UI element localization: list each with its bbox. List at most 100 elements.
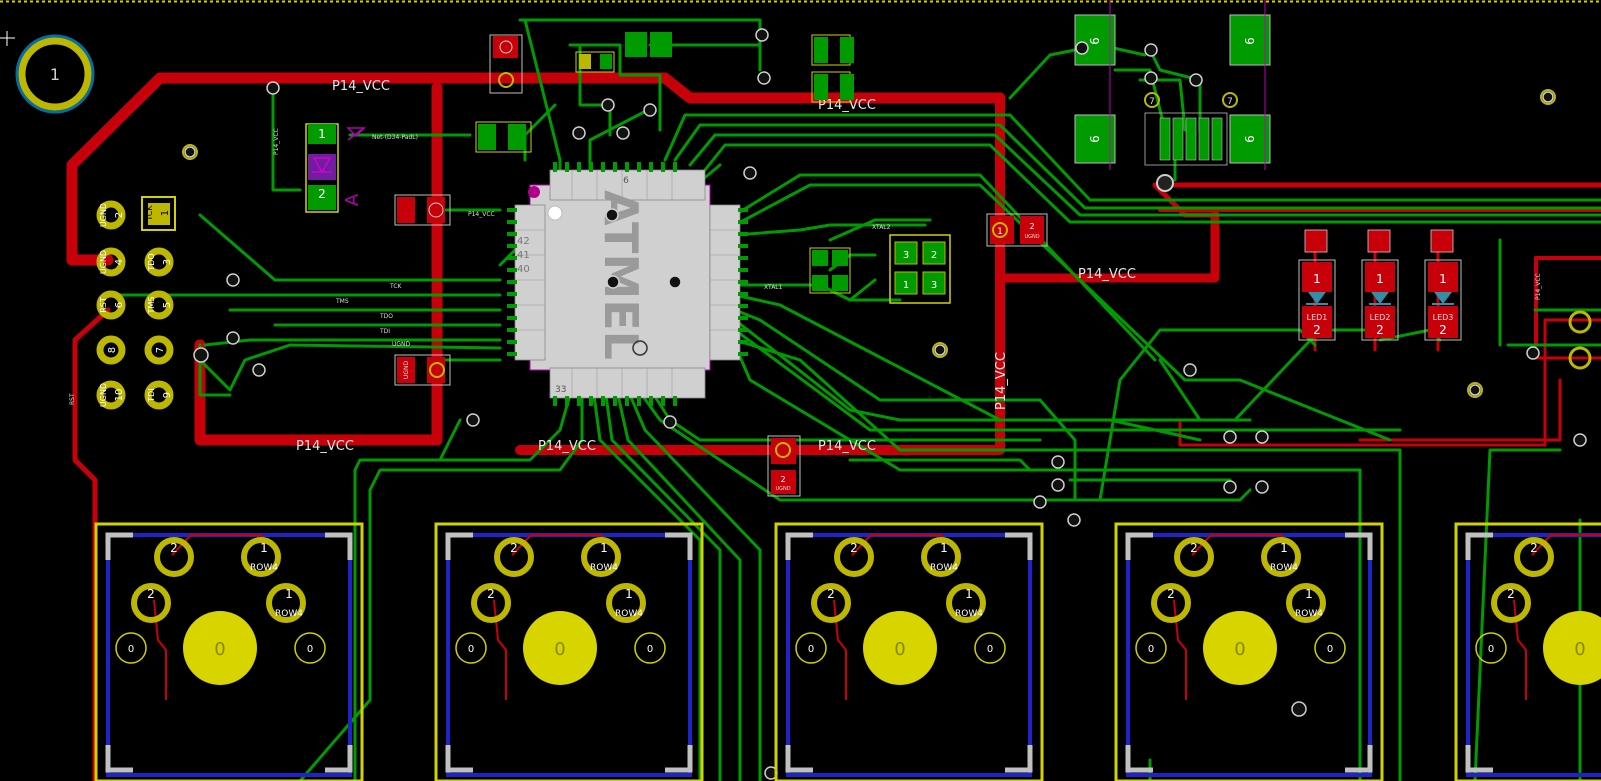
switch-pad-label: 2 xyxy=(1190,541,1198,555)
switch-center-hole xyxy=(523,611,597,685)
switch-pad-label: 2 xyxy=(1507,587,1515,601)
switch-center-label: 0 xyxy=(214,639,225,660)
switch-center-hole xyxy=(1543,611,1601,685)
atmel-logo: ATMEL xyxy=(594,190,648,360)
switch-outline xyxy=(94,522,364,781)
jtag-pin-name: TDO xyxy=(147,253,156,271)
net-label-ugnd: UGND xyxy=(392,341,411,348)
led-pad-label: 2 xyxy=(1439,323,1447,337)
led-3[interactable]: 1 LED3 2 xyxy=(1424,229,1462,341)
led-label: LED1 xyxy=(1307,313,1328,322)
usb-pad-label: 6 xyxy=(1243,37,1257,45)
led-2[interactable]: 1 LED2 2 xyxy=(1361,229,1399,341)
switch-row-label: ROW4 xyxy=(930,563,958,573)
crystal-pad-label: 3 xyxy=(931,280,937,291)
resistor-net-label: UGND xyxy=(775,486,790,492)
net-label-p14-vcc: P14_VCC xyxy=(296,439,354,454)
switch-row-label: ROW4 xyxy=(1295,609,1323,619)
resistor-net-label: UGND xyxy=(403,361,410,380)
switch-pad-label: 2 xyxy=(147,587,155,601)
crystal-pad-label: 2 xyxy=(931,250,937,261)
led-pad-label: 1 xyxy=(1313,272,1321,286)
net-label-p14-vcc: P14_VCC xyxy=(332,79,390,94)
switch-outline xyxy=(774,522,1044,781)
diode-d34[interactable]: 1 2 A xyxy=(305,123,366,213)
jtag-pin-name: RST xyxy=(99,297,108,313)
jtag-pin-name: TDI xyxy=(147,388,156,402)
mounting-hole: 1 xyxy=(15,34,95,114)
switch-hole-label: 0 xyxy=(1488,644,1494,655)
net-label-xtal1: XTAL1 xyxy=(764,284,783,291)
crystal[interactable]: 3 2 1 3 xyxy=(889,234,951,304)
jtag-pin-number: 1 xyxy=(160,210,171,216)
led-1[interactable]: 1 LED1 2 xyxy=(1298,229,1336,341)
net-label-p14-vcc-small: P14_VCC xyxy=(468,211,495,218)
switch-pad-label: 1 xyxy=(1305,587,1313,601)
switch-hole-label: 0 xyxy=(1327,644,1333,655)
usb-pad-label: 6 xyxy=(1088,135,1102,143)
led-pad-label: 2 xyxy=(1376,323,1384,337)
jtag-pin-number: 5 xyxy=(162,302,173,308)
switch-pad-label: 2 xyxy=(850,541,858,555)
switch-hole-label: 0 xyxy=(128,644,134,655)
switch-center-hole xyxy=(863,611,937,685)
switch-corners xyxy=(105,532,353,773)
switch-pad-label: 1 xyxy=(940,541,948,555)
switch-pad-label: 1 xyxy=(285,587,293,601)
net-label-p14-vcc: P14_VCC xyxy=(538,439,596,454)
switch-pad-label: 1 xyxy=(1280,541,1288,555)
usb-small-label: 7 xyxy=(1149,97,1155,107)
switch-corners xyxy=(445,532,693,773)
pin1-marker xyxy=(632,340,648,356)
diode-ref-label: A xyxy=(342,193,363,206)
switch-corners xyxy=(785,532,1033,773)
usb-shield-pad xyxy=(1229,114,1271,164)
mounting-hole-label: 1 xyxy=(50,65,60,84)
back-copper-layer xyxy=(113,18,1601,781)
led-pad-label: 2 xyxy=(1313,323,1321,337)
switch-pad-label: 2 xyxy=(1530,541,1538,555)
mcu-pin-label: 42 xyxy=(517,236,530,247)
net-label-tms: TMS xyxy=(335,298,349,305)
net-label-d34: Net-(D34-PadL) xyxy=(372,134,418,141)
switch-row-label: ROW4 xyxy=(955,609,983,619)
jtag-pin-number: 3 xyxy=(162,259,173,265)
switch-center-label: 0 xyxy=(1234,639,1245,660)
switch-row-label: ROW4 xyxy=(250,563,278,573)
led-pad-label: 1 xyxy=(1376,272,1384,286)
switch-pad-label: 2 xyxy=(827,587,835,601)
vias xyxy=(184,28,1587,780)
net-label-p14-vcc-small: P14_VCC xyxy=(273,128,280,155)
crystal-pad-label: 1 xyxy=(903,280,909,291)
resistor-pad-label: 2 xyxy=(780,475,785,484)
switch-row-label: ROW4 xyxy=(1270,563,1298,573)
net-label-rst: RST xyxy=(69,393,76,405)
switch-row-label: ROW4 xyxy=(275,609,303,619)
switch-hole-label: 0 xyxy=(987,644,993,655)
switch-hole-label: 0 xyxy=(1148,644,1154,655)
edge-pad xyxy=(1568,346,1592,370)
net-label-tck: TCK xyxy=(389,283,403,290)
switch-center-label: 0 xyxy=(1574,639,1585,660)
usb-pad-label: 6 xyxy=(1243,135,1257,143)
net-label-p14-vcc: P14_VCC xyxy=(818,98,876,113)
resistor-pad-label: 2 xyxy=(1029,222,1034,231)
switch-pad-label: 1 xyxy=(965,587,973,601)
diode-pad-label: 1 xyxy=(318,127,326,141)
switch-pad-label: 2 xyxy=(510,541,518,555)
resistor-pad-label: 1 xyxy=(997,227,1003,237)
net-label-p14-vcc-vertical: P14_VCC xyxy=(994,352,1009,410)
jtag-header[interactable]: UGND 2 UGND 4 RST 6 8 UGND 10 TCK 1 TDO … xyxy=(96,196,176,410)
crystal-pad-label: 3 xyxy=(903,250,909,261)
net-label-p14-vcc-small: P14_VCC xyxy=(1535,273,1542,300)
switch-corners xyxy=(1465,532,1493,773)
resistor-net-label: UGND xyxy=(1024,234,1039,240)
